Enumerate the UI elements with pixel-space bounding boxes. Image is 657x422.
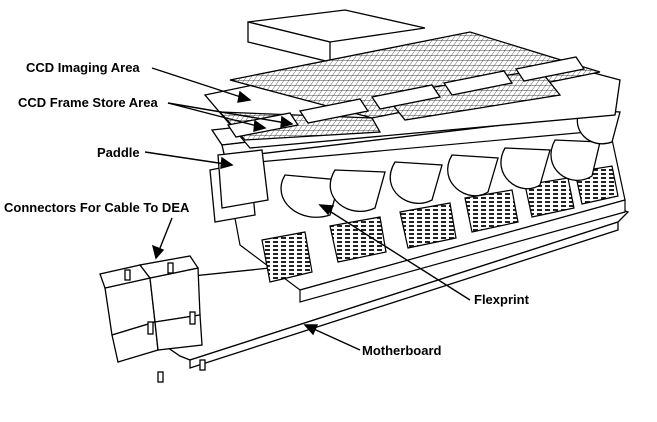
- ccd-array: [203, 31, 621, 149]
- connector-pins: [124, 262, 206, 383]
- label-flexprint: Flexprint: [474, 292, 529, 307]
- label-connectors-for-cable-to-dea: Connectors For Cable To DEA: [4, 200, 190, 215]
- label-motherboard: Motherboard: [362, 343, 442, 358]
- dea-connectors: [99, 255, 206, 383]
- label-ccd-frame-store-area: CCD Frame Store Area: [18, 95, 158, 110]
- leader-lines: [144, 67, 471, 351]
- label-ccd-imaging-area: CCD Imaging Area: [26, 60, 140, 75]
- rear-block: [247, 9, 426, 63]
- frame-store-strips: [226, 56, 586, 138]
- label-paddle: Paddle: [97, 145, 140, 160]
